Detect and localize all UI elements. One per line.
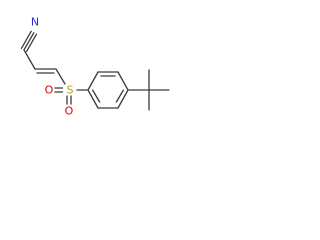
oxygen-left-label: O (45, 84, 54, 97)
nitrogen-label: N (31, 16, 39, 29)
single-bond-c1-c2 (23, 49, 36, 70)
ring-bond-1 (87, 71, 99, 91)
triple-bond-c (25, 33, 38, 53)
ring-bond-6 (87, 89, 99, 109)
ring-double-2 (115, 89, 125, 103)
single-bond-c3-s (55, 68, 66, 85)
tert-butyl-group (127, 69, 170, 111)
sulfonyl-group: S O O (45, 84, 89, 118)
ring-bond-3 (117, 71, 129, 91)
vinyl-chain (23, 49, 66, 85)
benzene-ring (87, 71, 129, 109)
ring-double-3 (91, 89, 101, 103)
oxygen-right-label: O (65, 105, 74, 118)
triple-bond-a (20, 30, 32, 50)
ring-bond-4 (117, 89, 129, 109)
triple-bond-b (23, 32, 35, 51)
nitrile-group: N (20, 16, 39, 53)
molecule-structure: N S O O (20, 16, 170, 118)
sulfur-label: S (67, 84, 74, 97)
